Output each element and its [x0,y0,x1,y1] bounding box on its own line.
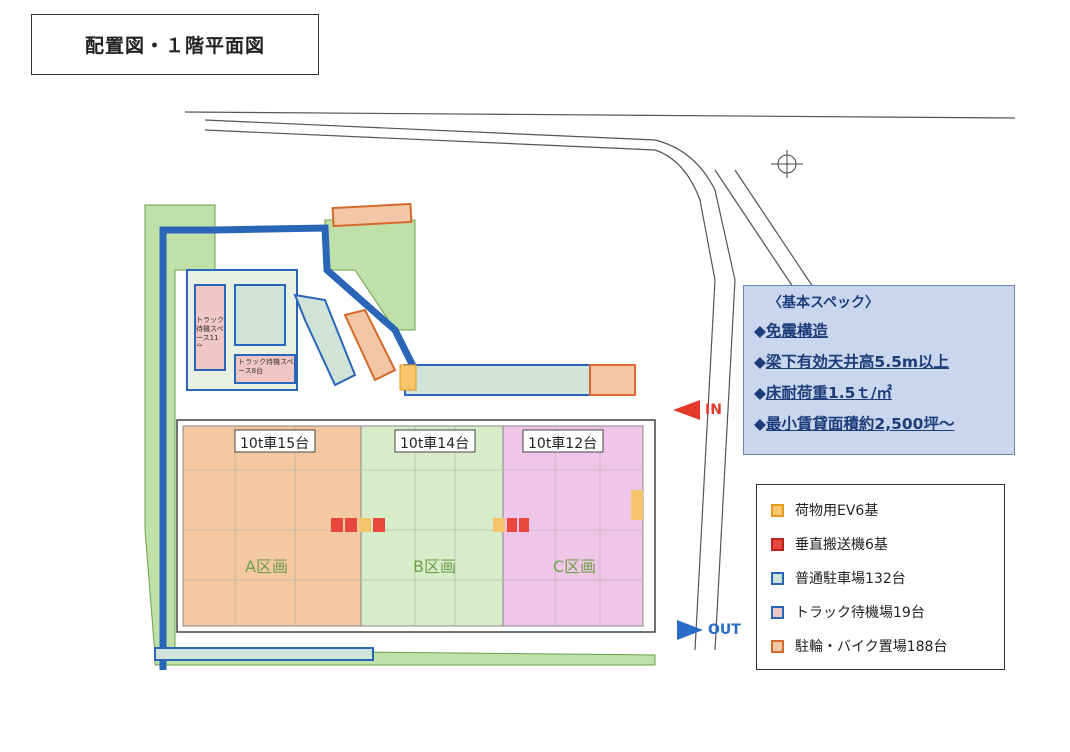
spec-text: 最小賃貸面積約2,500坪～ [765,415,955,433]
basic-spec-box: 〈基本スペック〉 ◆免震構造 ◆梁下有効天井高5.5m以上 ◆床耐荷重1.5ｔ/… [743,285,1015,455]
spec-item: ◆最小賃貸面積約2,500坪～ [754,412,1004,434]
legend-item: 普通駐車場132台 [771,561,990,595]
legend-label: 垂直搬送機6基 [795,537,888,553]
legend-item: トラック待機場19台 [771,595,990,629]
berth-boxes [234,429,604,453]
page-title: 配置図・１階平面図 [31,14,319,75]
zone-c-label: C区画 [553,557,597,576]
truck-wait-1-label: トラック待機スペース11台 [196,316,224,346]
site-plan [144,111,1016,670]
legend-swatch [771,503,784,517]
berth-label-c: 10t車12台 [528,436,598,452]
column-grid [183,426,643,626]
legend-item: 荷物用EV6基 [771,493,990,527]
parking-module [186,269,397,391]
out-arrow-icon [677,620,703,640]
road-lines [184,111,1016,651]
perimeter-parking [159,224,419,670]
in-label: IN [705,402,722,418]
spec-heading: 〈基本スペック〉 [768,295,880,311]
legend: 荷物用EV6基 垂直搬送機6基 普通駐車場132台 トラック待機場19台 駐輪・… [756,484,1005,670]
bullet-icon: ◆ [754,415,766,433]
legend-swatch [771,571,784,585]
spec-item: ◆床耐荷重1.5ｔ/㎡ [754,381,1004,403]
legend-swatch [771,537,784,551]
spec-text: 免震構造 [765,322,828,340]
vertical-conveyors [331,490,643,532]
legend-item: 垂直搬送機6基 [771,527,990,561]
truck-wait-2-label: トラック待機スペース8台 [238,358,294,375]
out-label: OUT [708,622,741,638]
bullet-icon: ◆ [754,384,766,402]
legend-item: 駐輪・バイク置場188台 [771,629,990,663]
legend-label: 普通駐車場132台 [795,571,906,587]
bicycle-area-top [331,202,413,228]
spec-item: ◆免震構造 [754,319,1004,341]
berth-label-a: 10t車15台 [240,436,310,452]
legend-label: トラック待機場19台 [795,605,925,621]
legend-swatch [771,605,784,619]
parking-strip-top [399,364,636,396]
legend-swatch [771,639,784,653]
bullet-icon: ◆ [754,322,766,340]
spec-item: ◆梁下有効天井高5.5m以上 [754,350,1004,372]
zone-a-label: A区画 [245,557,288,576]
legend-label: 荷物用EV6基 [795,503,879,519]
north-mark-icon [771,150,803,178]
parking-strip-bottom [154,647,374,661]
spec-text: 床耐荷重1.5ｔ/㎡ [765,384,893,402]
legend-label: 駐輪・バイク置場188台 [795,639,948,655]
zone-b-label: B区画 [413,557,456,576]
spec-text: 梁下有効天井高5.5m以上 [765,353,950,371]
bullet-icon: ◆ [754,353,766,371]
berth-label-b: 10t車14台 [400,436,470,452]
in-arrow-icon [673,400,700,420]
